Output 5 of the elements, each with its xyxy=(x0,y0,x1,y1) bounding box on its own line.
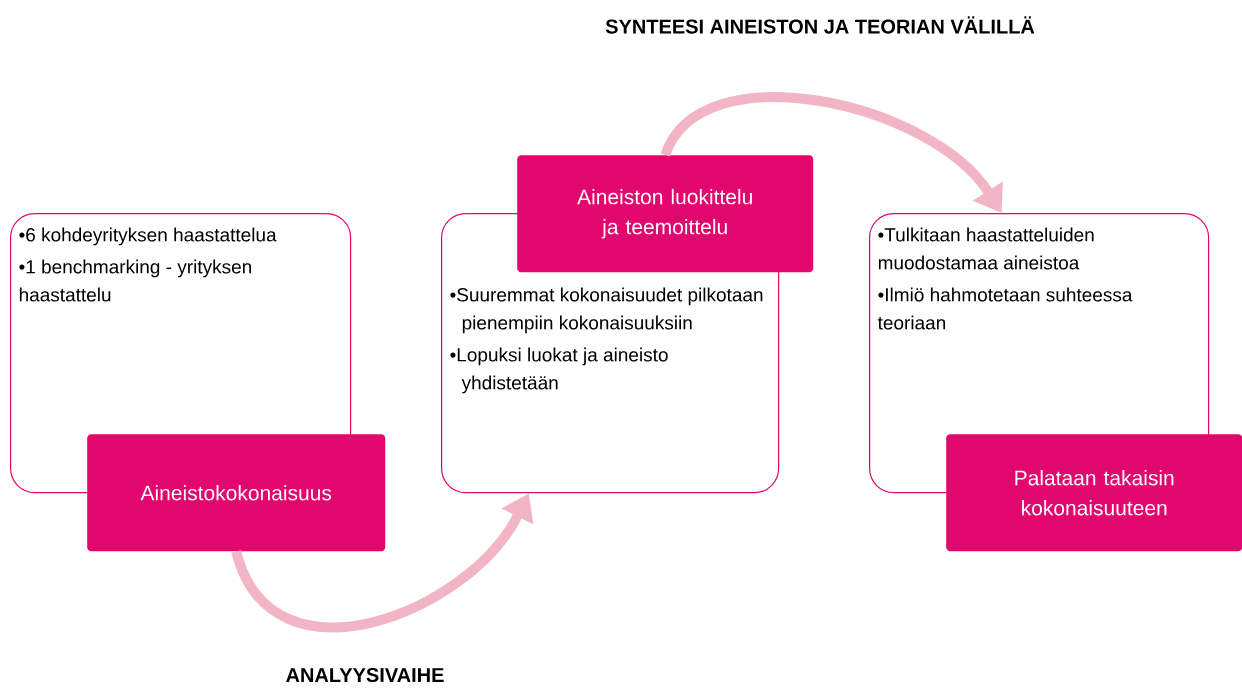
label-box: Aineistokokonaisuus xyxy=(87,434,386,552)
edge-label: SYNTEESI AINEISTON JA TEORIAN VÄLILLÄ xyxy=(603,14,1037,36)
edge-label: ANALYYSIVAIHE xyxy=(283,665,447,685)
label-box: Aineiston luokittelu ja teemoittelu xyxy=(517,155,814,273)
label-box: Palataan takaisin kokonaisuuteen xyxy=(946,434,1242,552)
